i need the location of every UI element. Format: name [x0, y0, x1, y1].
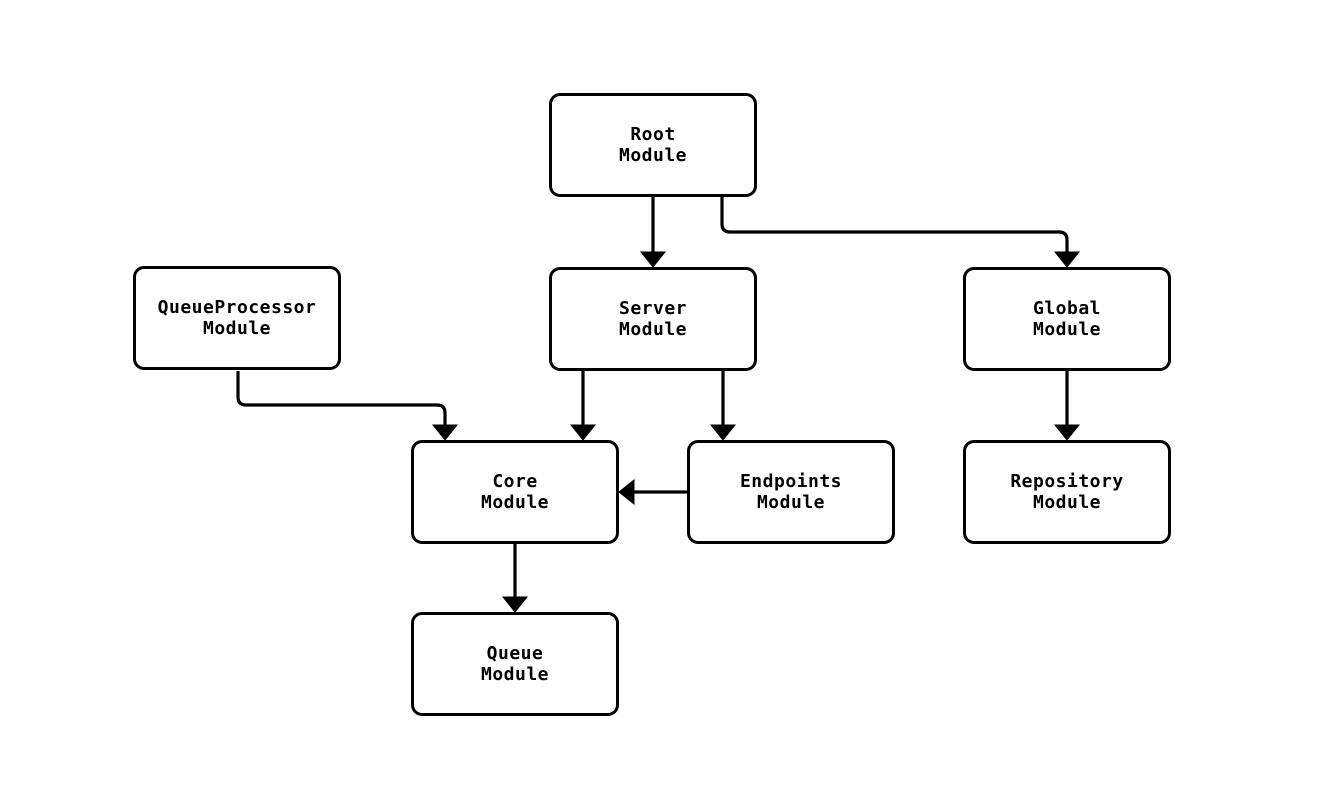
node-queueprocessor-module-label: QueueProcessor Module: [157, 297, 317, 339]
node-repository-module: Repository Module: [963, 440, 1171, 544]
node-repository-module-label: Repository Module: [1010, 471, 1124, 513]
edge-root-to-server: [639, 197, 667, 268]
edge-server-to-core: [569, 371, 597, 441]
node-server-module-label: Server Module: [618, 298, 688, 340]
node-core-module-label: Core Module: [480, 471, 550, 513]
edge-root-to-global: [720, 197, 1081, 268]
node-endpoints-module: Endpoints Module: [687, 440, 895, 544]
node-queueprocessor-module: QueueProcessor Module: [133, 266, 341, 370]
node-global-module-label: Global Module: [1032, 298, 1102, 340]
node-server-module: Server Module: [549, 267, 757, 371]
node-queue-module: Queue Module: [411, 612, 619, 716]
node-root-module: Root Module: [549, 93, 757, 197]
node-core-module: Core Module: [411, 440, 619, 544]
edge-endpoints-to-core: [618, 478, 687, 506]
node-global-module: Global Module: [963, 267, 1171, 371]
node-queue-module-label: Queue Module: [480, 643, 550, 685]
node-root-module-label: Root Module: [618, 124, 688, 166]
edge-server-to-endpoints: [709, 371, 737, 441]
edge-core-to-queue: [501, 544, 529, 613]
node-endpoints-module-label: Endpoints Module: [739, 471, 843, 513]
edge-global-to-repository: [1053, 371, 1081, 441]
edge-queueprocessor-to-core: [236, 371, 459, 441]
